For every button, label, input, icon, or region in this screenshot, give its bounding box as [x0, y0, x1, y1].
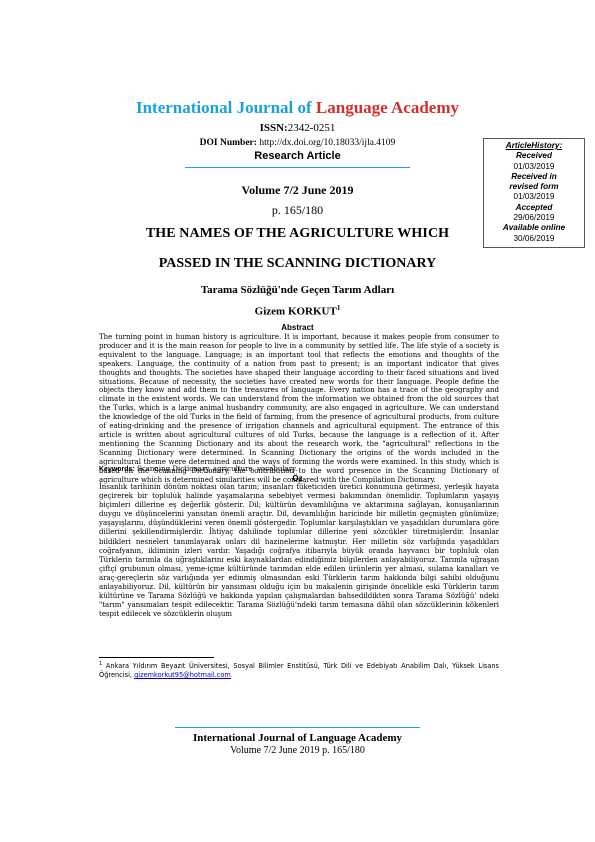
- oz-text: İnsanlık tarihinin dönüm noktası olan ta…: [99, 483, 499, 619]
- history-online-date: 30/06/2019: [513, 233, 555, 243]
- history-received-label: Received: [516, 151, 552, 161]
- footnote-number: 1: [99, 661, 103, 667]
- history-online-label: Available online: [502, 223, 566, 233]
- keywords-value: Scanning Dictionary, agriculture, vocabu…: [134, 465, 298, 473]
- paper-title-line1: THE NAMES OF THE AGRICULTURE WHICH: [145, 226, 450, 241]
- footer-issue: Volume 7/2 June 2019 p. 165/180: [230, 745, 365, 756]
- author-email-link[interactable]: gizemkorkut95@hotmail.com: [134, 671, 231, 680]
- article-history-box: ArticleHistory: Received 01/03/2019 Rece…: [483, 138, 585, 248]
- footer-divider: [175, 727, 420, 728]
- keywords-line: Keywords: Scanning Dictionary, agricultu…: [99, 465, 499, 474]
- history-accepted-date: 29/06/2019: [513, 213, 555, 223]
- issn-value: 2342-0251: [287, 122, 336, 134]
- footer-journal: International Journal of Language Academ…: [192, 732, 402, 744]
- journal-title-part2: Language Academy: [315, 98, 460, 117]
- author-footnote-mark: 1: [336, 304, 341, 312]
- history-revised-label-1: Received in: [511, 171, 557, 181]
- footnote: 1 Ankara Yıldırım Beyazıt Üniversitesi, …: [99, 660, 499, 680]
- keywords-label: Keywords:: [99, 466, 135, 473]
- journal-title: International Journal of Language Academ…: [0, 98, 595, 118]
- volume-line: Volume 7/2 June 2019: [241, 183, 354, 197]
- doi-line: DOI Number: http://dx.doi.org/10.18033/i…: [0, 138, 595, 148]
- history-title: ArticleHistory:: [505, 141, 563, 150]
- paper-title-line2: PASSED IN THE SCANNING DICTIONARY: [158, 256, 437, 271]
- issn-label: ISSN:: [259, 122, 288, 134]
- journal-title-part1: International Journal of: [135, 98, 316, 117]
- oz-heading: Öz: [292, 474, 303, 483]
- author-name: Gizem KORKUT: [254, 305, 337, 318]
- doi-value[interactable]: http://dx.doi.org/10.18033/ijla.4109: [256, 138, 396, 148]
- abstract-text: The turning point in human history is ag…: [99, 333, 499, 484]
- abstract-heading: Abstract: [281, 323, 314, 332]
- paper-subtitle: Tarama Sözlüğü'nde Geçen Tarım Adları: [200, 284, 395, 296]
- footnote-divider: [99, 657, 214, 658]
- pages-line: p. 165/180: [271, 203, 324, 217]
- article-type: Research Article: [254, 150, 341, 162]
- header-divider: [185, 167, 410, 168]
- doi-label: DOI Number:: [199, 138, 257, 148]
- footnote-text: Ankara Yıldırım Beyazıt Üniversitesi, So…: [99, 662, 499, 680]
- author-line: Gizem KORKUT1: [0, 304, 595, 318]
- history-revised-date: 01/03/2019: [513, 192, 555, 202]
- history-accepted-label: Accepted: [515, 202, 553, 212]
- history-received-date: 01/03/2019: [513, 161, 555, 171]
- issn-line: ISSN:2342-0251: [0, 122, 595, 134]
- history-revised-label-2: revised form: [509, 182, 559, 192]
